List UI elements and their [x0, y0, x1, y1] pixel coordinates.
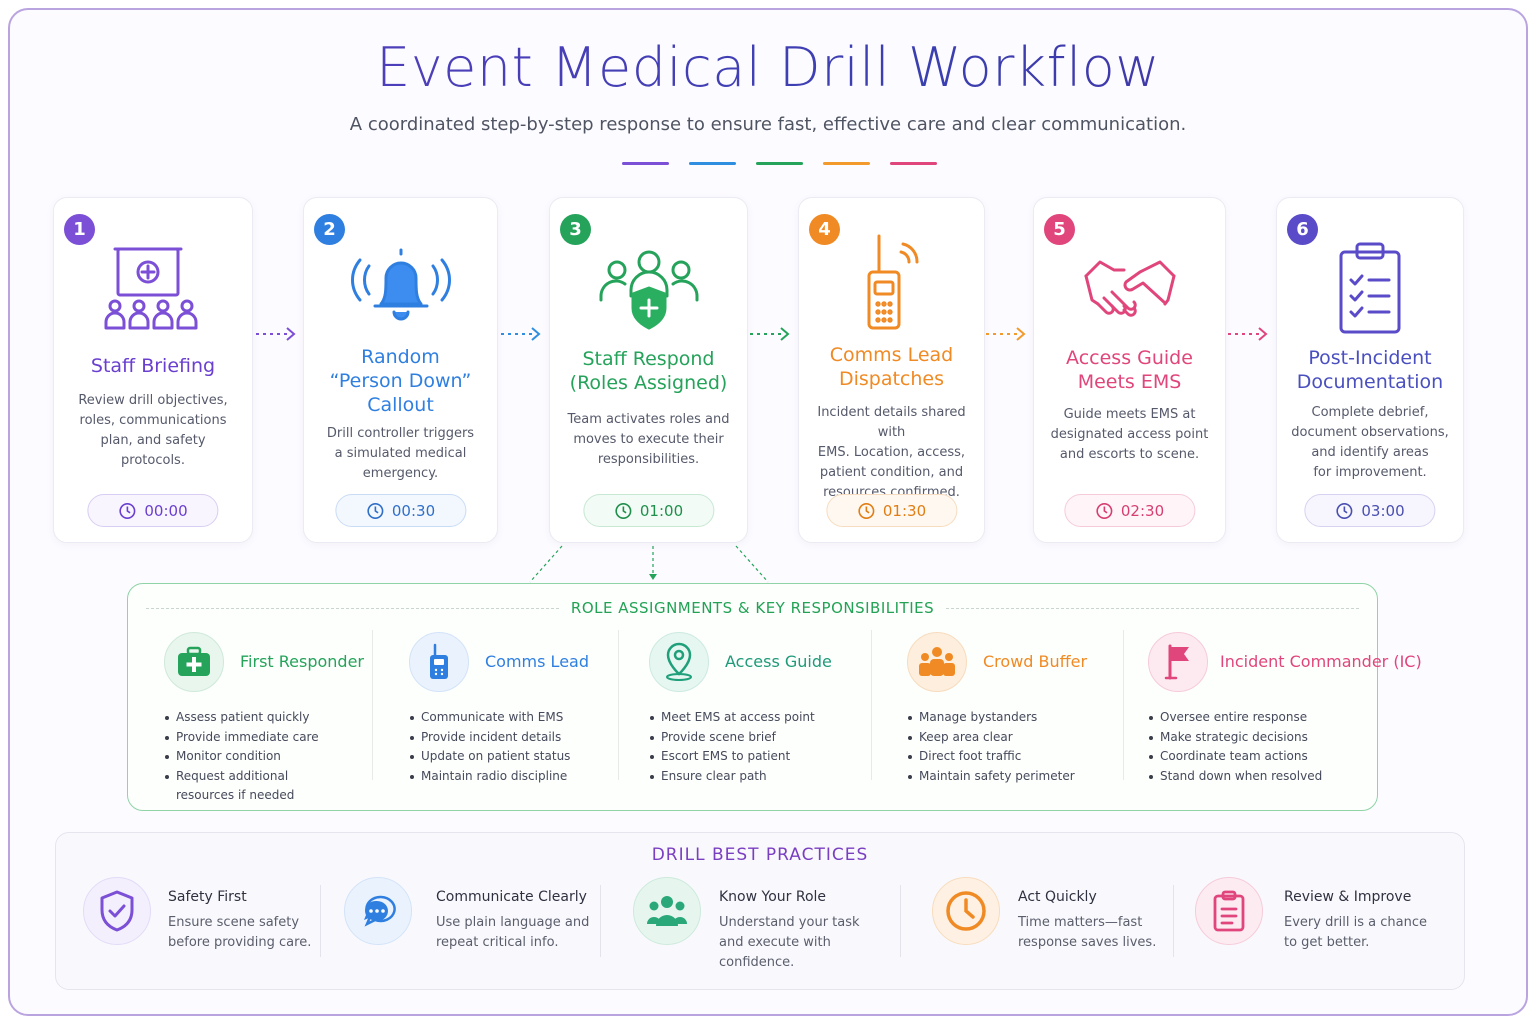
flow-arrow-icon: [750, 327, 790, 341]
step-description: Complete debrief,document observations, …: [1291, 405, 1449, 480]
best-practices-panel: DRILL BEST PRACTICES Safety First Ensure…: [55, 832, 1465, 990]
group-icon: [633, 877, 701, 945]
step-description: Review drill objectives,roles, communica…: [78, 393, 228, 468]
shield-check-icon: [83, 877, 151, 945]
practice-communicate-clearly: Communicate Clearly Use plain language a…: [344, 877, 589, 977]
handshake-icon: [1082, 254, 1178, 334]
clock-icon: [614, 502, 631, 519]
step-number-badge: 6: [1287, 214, 1318, 245]
clipboard-icon: [1195, 877, 1263, 945]
page-subtitle: A coordinated step-by-step response to e…: [349, 114, 1187, 135]
radio-icon: [857, 232, 927, 336]
practice-review-improve: Review & Improve Every drill is a chance…: [1195, 877, 1435, 977]
time-badge: 00:30: [334, 494, 467, 527]
time-badge: 02:30: [1063, 494, 1196, 527]
step-title: Random“Person Down”Callout: [329, 346, 472, 416]
step-title: Staff Briefing: [90, 355, 216, 377]
roles-panel: ROLE ASSIGNMENTS & KEY RESPONSIBILITIES …: [127, 583, 1422, 811]
time-badge: 01:00: [582, 494, 715, 527]
step-card-2: 2 Random“Person Down”Callout Drill contr…: [303, 197, 498, 543]
flow-arrow-icon: [256, 327, 296, 341]
team-shield-icon: [597, 244, 701, 338]
step-card-1: 1 Staff Briefing Review drill objectives…: [53, 197, 253, 543]
step-number-badge: 3: [560, 214, 591, 245]
radio-icon: [409, 632, 469, 692]
step-number-badge: 4: [809, 214, 840, 245]
chat-bubbles-icon: [344, 877, 412, 945]
briefing-icon: [103, 244, 203, 338]
time-badge: 01:30: [825, 494, 958, 527]
clock-icon: [1095, 502, 1112, 519]
first-aid-kit-icon: [164, 632, 224, 692]
location-pin-icon: [649, 632, 709, 692]
roles-connector: [529, 545, 769, 583]
best-practices-heading: DRILL BEST PRACTICES: [651, 845, 869, 865]
clock-icon: [932, 877, 1000, 945]
flow-arrow-icon: [986, 327, 1026, 341]
flow-arrow-icon: [501, 327, 541, 341]
step-card-3: 3 Staff Respond(Roles Assigned) Team act…: [549, 197, 748, 543]
step-number-badge: 5: [1044, 214, 1075, 245]
clock-icon: [366, 502, 383, 519]
step-title: Staff Respond(Roles Assigned): [569, 348, 728, 394]
flow-arrow-icon: [1228, 327, 1268, 341]
flag-icon: [1148, 632, 1208, 692]
time-badge: 03:00: [1304, 494, 1436, 527]
alarm-bell-icon: [350, 244, 451, 330]
crowd-icon: [907, 632, 967, 692]
clock-icon: [1336, 502, 1353, 519]
clock-icon: [119, 502, 136, 519]
step-number-badge: 2: [314, 214, 345, 245]
clipboard-icon: [1335, 240, 1405, 340]
step-number-badge: 1: [64, 214, 95, 245]
page-title: Event Medical Drill Workflow: [0, 36, 1536, 99]
role-incident-commander: Incident Commander (IC) Oversee entire r…: [1148, 632, 1422, 804]
color-divider: [622, 162, 937, 165]
clock-icon: [857, 502, 874, 519]
time-badge: 00:00: [87, 494, 219, 527]
roles-heading: ROLE ASSIGNMENTS & KEY RESPONSIBILITIES: [146, 598, 1360, 618]
